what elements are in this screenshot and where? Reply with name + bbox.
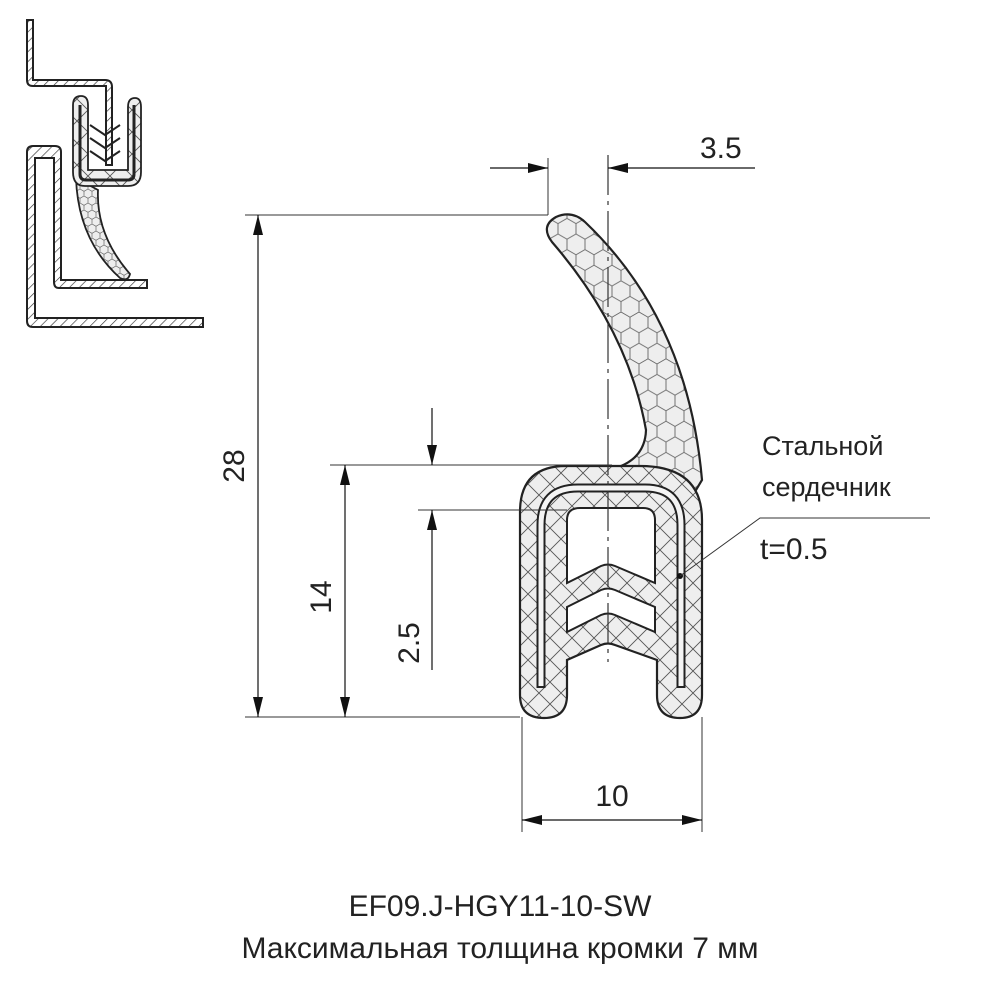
dimension-total-height: 28 xyxy=(218,214,548,718)
steel-core-inner xyxy=(538,485,684,686)
inset-steel-core xyxy=(78,105,136,182)
cavity-upper xyxy=(566,507,656,585)
dimension-width: 10 xyxy=(521,717,703,832)
dimension-gap: 2.5 xyxy=(393,408,567,670)
inset-seal-lip xyxy=(75,176,131,281)
dimension-base-height: 14 xyxy=(305,464,612,717)
steel-core-callout: Стальной сердечник t=0.5 xyxy=(677,431,930,579)
upper-bracket xyxy=(26,19,113,166)
dimension-label-base-height: 14 xyxy=(305,580,338,613)
dimension-label-width: 10 xyxy=(595,780,628,813)
lower-bracket xyxy=(26,145,204,328)
core-thickness: t=0.5 xyxy=(760,533,828,566)
seal-lip xyxy=(545,213,704,502)
dimension-label-total-height: 28 xyxy=(218,449,251,482)
part-number: EF09.J-HGY11-10-SW xyxy=(348,890,652,923)
inset-chevrons xyxy=(89,124,121,163)
part-description: Максимальная толщина кромки 7 мм xyxy=(241,932,759,965)
installation-inset xyxy=(26,19,204,328)
cavity-middle xyxy=(566,587,656,634)
core-label-line2: сердечник xyxy=(762,472,891,502)
dimension-lip-offset: 3.5 xyxy=(490,132,755,215)
core-label-line1: Стальной xyxy=(762,431,883,461)
seal-profile xyxy=(518,155,704,720)
dimension-label-lip-offset: 3.5 xyxy=(700,132,742,165)
dimension-label-gap: 2.5 xyxy=(393,622,426,664)
